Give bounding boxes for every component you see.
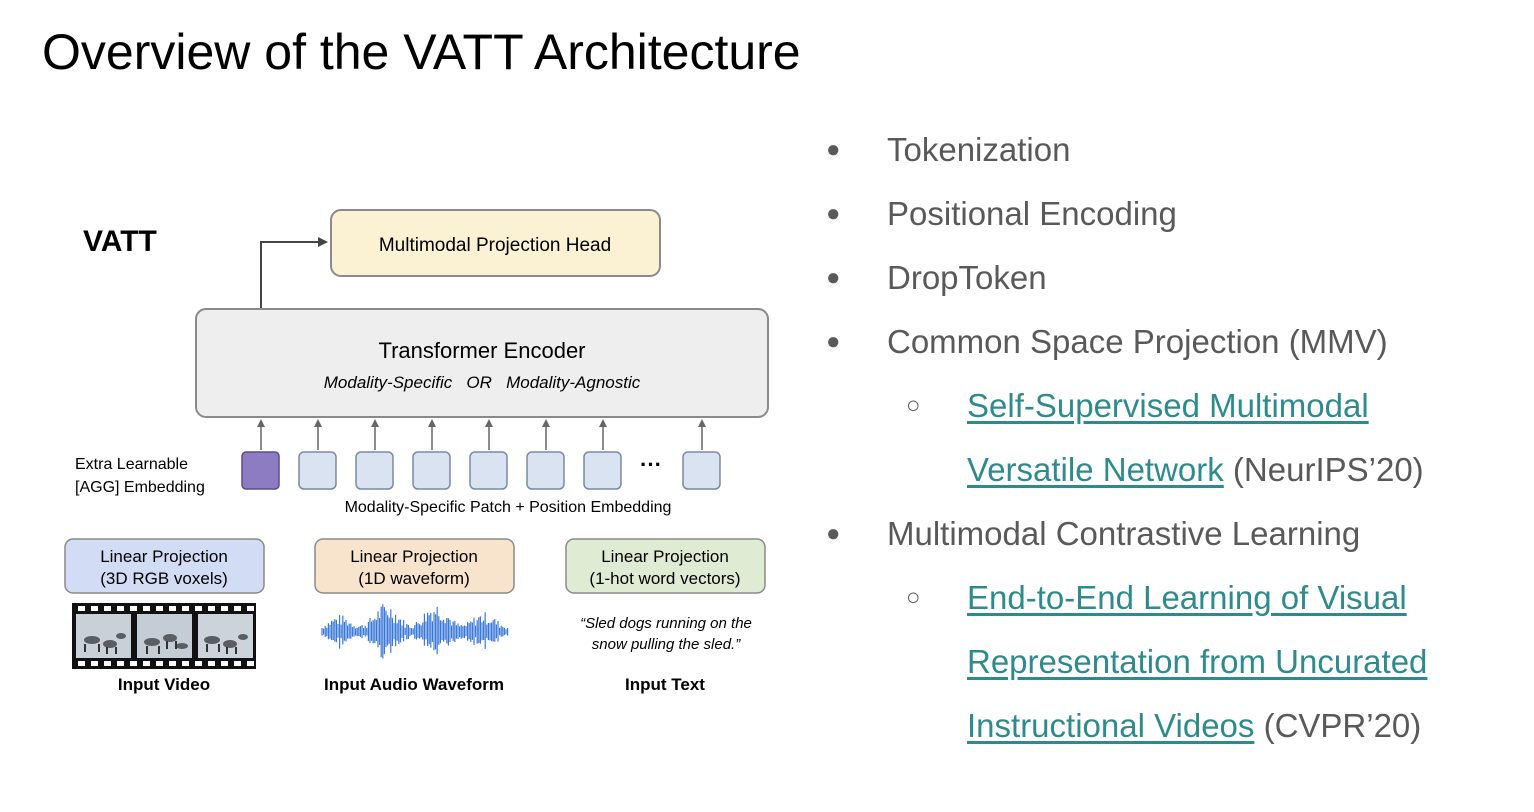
bullet-text: Tokenization [887,131,1071,168]
bullet-dot-icon: ● [826,264,841,291]
bullet-item: ● Multimodal Contrastive Learning [826,502,1526,566]
bullet-text: DropToken [887,259,1047,296]
transformer-encoder-title: Transformer Encoder [378,338,585,363]
topic-bullet-list: ● Tokenization ● Positional Encoding ● D… [826,118,1526,758]
text-projection-line2: (1-hot word vectors) [589,569,740,588]
agg-label-line1: Extra Learnable [75,456,188,473]
sub-bullet-circle-icon: ○ [906,392,921,419]
audio-projection-line1: Linear Projection [350,547,478,566]
patch-token [682,451,721,490]
transformer-encoder-subtitle: Modality-Specific OR Modality-Agnostic [324,373,641,392]
vatt-architecture-diagram: VATT Multimodal Projection Head Transfor… [64,209,769,694]
sub-bullet-item: ○ Self-Supervised Multimodal Versatile N… [826,374,1526,502]
encoder-to-head-arrow [260,237,328,308]
audio-projection-line2: (1D waveform) [358,569,469,588]
mmv-paper-link[interactable]: Versatile Network [967,451,1224,488]
video-projection-line2: (3D RGB voxels) [100,569,228,588]
bullet-dot-icon: ● [826,328,841,355]
mmv-venue: (NeurIPS’20) [1223,451,1424,488]
bullet-dot-icon: ● [826,200,841,227]
video-linear-projection [64,538,265,594]
transformer-encoder [195,308,769,418]
bullet-item: ● DropToken [826,246,1526,310]
text-input-quote-line2: snow pulling the sled.” [592,636,741,653]
multimodal-projection-head [330,209,661,277]
text-input-quote-line1: “Sled dogs running on the [580,615,752,632]
vatt-label: VATT [83,225,157,258]
token-ellipsis: ··· [640,452,662,477]
milnce-paper-link[interactable]: Representation from Uncurated [967,643,1428,680]
projection-head-label: Multimodal Projection Head [379,235,611,256]
bullet-item: ● Positional Encoding [826,182,1526,246]
bullet-text: Positional Encoding [887,195,1177,232]
bullet-text: Common Space Projection (MMV) [887,323,1388,360]
input-video-caption: Input Video [118,675,210,694]
sub-bullet-circle-icon: ○ [906,584,921,611]
patch-position-embedding-label: Modality-Specific Patch + Position Embed… [345,499,672,516]
video-projection-line1: Linear Projection [100,547,228,566]
patch-token [412,451,451,490]
bullet-dot-icon: ● [826,520,841,547]
input-text-caption: Input Text [625,675,705,694]
audio-linear-projection [314,538,515,594]
patch-token [526,451,565,490]
audio-waveform-icon [321,604,509,659]
milnce-paper-link[interactable]: End-to-End Learning of Visual [967,579,1407,616]
bullet-item: ● Common Space Projection (MMV) [826,310,1526,374]
patch-token [583,451,622,490]
bullet-dot-icon: ● [826,136,841,163]
agg-embedding-token [241,451,280,490]
agg-label-line2: [AGG] Embedding [75,479,205,496]
input-audio-caption: Input Audio Waveform [324,675,504,694]
patch-token [298,451,337,490]
token-arrows [257,419,706,450]
video-filmstrip-icon [72,603,256,669]
text-projection-line1: Linear Projection [601,547,729,566]
patch-token [355,451,394,490]
bullet-text: Multimodal Contrastive Learning [887,515,1361,552]
text-linear-projection [565,538,766,594]
mmv-paper-link[interactable]: Self-Supervised Multimodal [967,387,1369,424]
milnce-paper-link[interactable]: Instructional Videos [967,707,1255,744]
patch-token [469,451,508,490]
bullet-item: ● Tokenization [826,118,1526,182]
sub-bullet-item: ○ End-to-End Learning of Visual Represen… [826,566,1526,758]
milnce-venue: (CVPR’20) [1254,707,1422,744]
slide-title: Overview of the VATT Architecture [42,24,801,80]
